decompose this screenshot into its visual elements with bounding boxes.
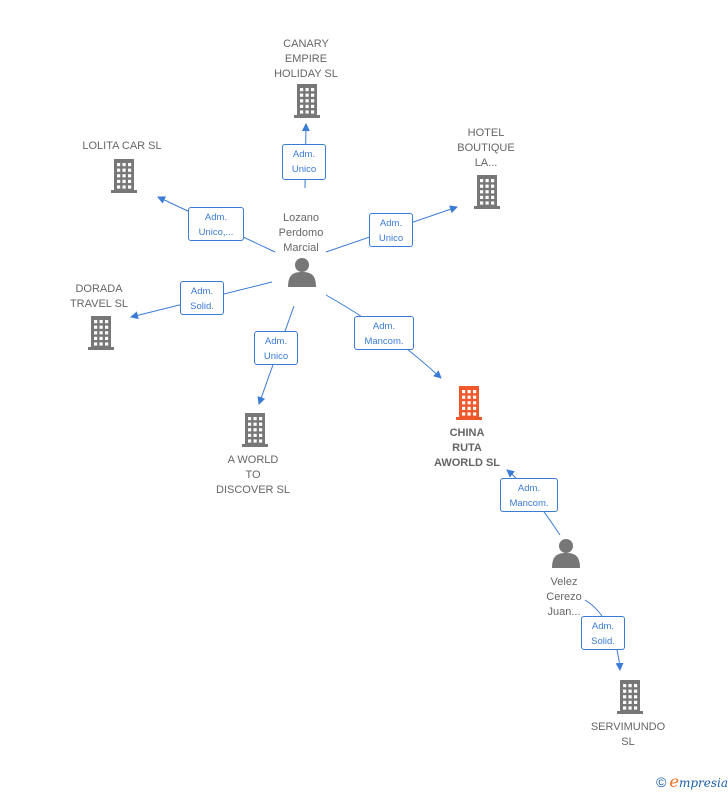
building-icon-china[interactable] bbox=[456, 386, 482, 420]
building-icon-aworld[interactable] bbox=[242, 413, 268, 447]
node-label-canary[interactable]: CANARY EMPIRE HOLIDAY SL bbox=[274, 38, 338, 80]
edge-label-lozano-to-aworld[interactable]: Adm. Unico bbox=[254, 331, 298, 365]
empresia-footer[interactable]: ©empresia bbox=[656, 772, 728, 791]
edge-label-lozano-to-canary[interactable]: Adm. Unico bbox=[282, 144, 326, 180]
building-icon-dorada[interactable] bbox=[88, 316, 114, 350]
node-label-velez[interactable]: Velez Cerezo Juan... bbox=[546, 576, 582, 618]
edge-label-velez-to-china[interactable]: Adm. Mancom. bbox=[500, 478, 558, 512]
person-icon-velez[interactable] bbox=[552, 539, 580, 568]
edge-label-lozano-to-lolita[interactable]: Adm. Unico,... bbox=[188, 207, 244, 241]
node-label-aworld[interactable]: A WORLD TO DISCOVER SL bbox=[216, 454, 290, 496]
edge-label-lozano-to-china[interactable]: Adm. Mancom. bbox=[354, 316, 414, 350]
node-label-lozano[interactable]: Lozano Perdomo Marcial bbox=[278, 212, 324, 254]
building-icon-canary[interactable] bbox=[294, 84, 320, 118]
copyright-symbol: © bbox=[656, 774, 667, 790]
building-icon-lolita[interactable] bbox=[111, 159, 137, 193]
edge-label-lozano-to-hotel[interactable]: Adm. Unico bbox=[369, 213, 413, 247]
empresia-logo-initial: e bbox=[669, 772, 679, 791]
node-label-servimundo[interactable]: SERVIMUNDO SL bbox=[590, 721, 666, 748]
node-label-china[interactable]: CHINA RUTA AWORLD SL bbox=[434, 427, 500, 469]
node-label-lolita[interactable]: LOLITA CAR SL bbox=[82, 140, 162, 152]
empresia-logo-text: mpresia bbox=[678, 776, 728, 790]
edge-label-lozano-to-dorada[interactable]: Adm. Solid. bbox=[180, 281, 224, 315]
node-label-dorada[interactable]: DORADA TRAVEL SL bbox=[69, 283, 129, 310]
person-icon-lozano[interactable] bbox=[288, 258, 316, 287]
edge-label-velez-to-servimundo[interactable]: Adm. Solid. bbox=[581, 616, 625, 650]
node-label-hotel[interactable]: HOTEL BOUTIQUE LA... bbox=[457, 127, 515, 169]
building-icon-servimundo[interactable] bbox=[617, 680, 643, 714]
building-icon-hotel[interactable] bbox=[474, 175, 500, 209]
